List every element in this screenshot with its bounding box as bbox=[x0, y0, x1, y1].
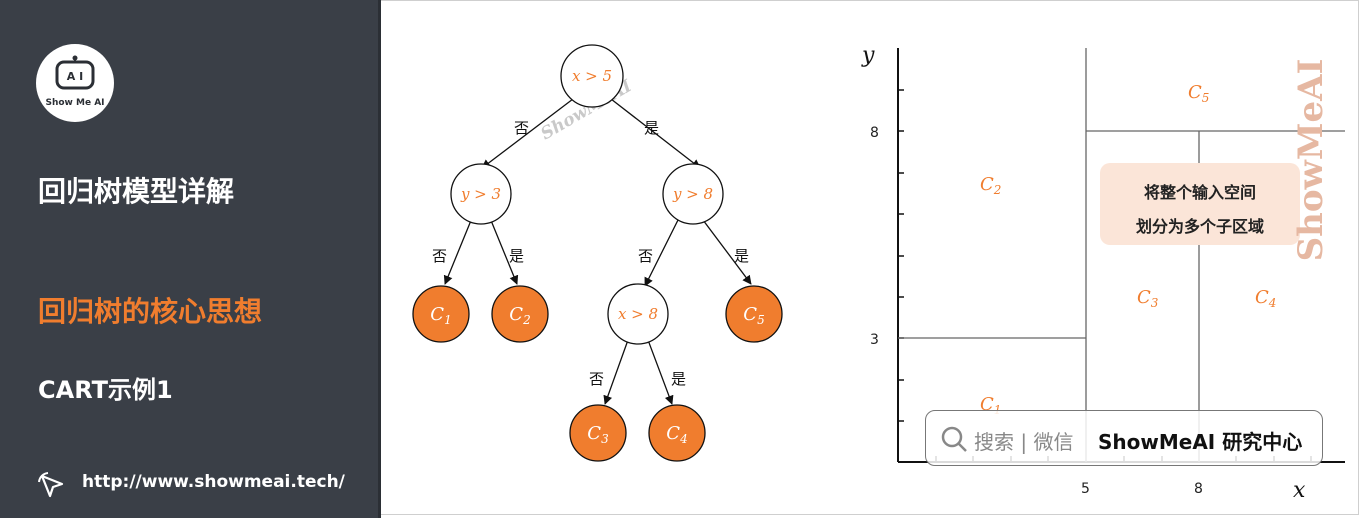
region-label: C3 bbox=[1137, 287, 1159, 310]
edge-n6-n8 bbox=[603, 339, 629, 405]
tree-leaf bbox=[725, 285, 783, 343]
decision-nodes: x > 5 y > 3 y > 8 x > 8 bbox=[450, 44, 724, 345]
robot-icon: A I bbox=[55, 55, 95, 90]
callout-text: 将整个输入空间 bbox=[1143, 183, 1256, 202]
logo: A I Show Me AI bbox=[36, 44, 114, 122]
tree-leaf bbox=[412, 285, 470, 343]
callout-box: 将整个输入空间 划分为多个子区域 bbox=[1100, 163, 1300, 245]
node-condition: y > 8 bbox=[672, 185, 713, 203]
edge-label: 是 bbox=[644, 119, 659, 137]
section-title: CART示例1 bbox=[38, 376, 173, 404]
y-axis-label: y bbox=[861, 43, 875, 68]
edge-label: 否 bbox=[514, 119, 529, 137]
edge-n3-n7 bbox=[699, 215, 752, 285]
edge-n6-n9 bbox=[647, 339, 674, 405]
edge-label: 否 bbox=[638, 247, 653, 265]
region-label: C2 bbox=[980, 174, 1001, 197]
edge-labels: 否 是 否 是 否 是 否 是 bbox=[432, 119, 749, 388]
leaf-label: C4 bbox=[666, 423, 687, 446]
edge-label: 是 bbox=[509, 247, 524, 265]
search-icon bbox=[941, 426, 967, 452]
x-tick-label: 8 bbox=[1194, 481, 1203, 497]
node-condition: x > 5 bbox=[572, 67, 612, 85]
x-tick-label: 5 bbox=[1081, 481, 1090, 497]
sidebar: A I Show Me AI 回归树模型详解 回归树的核心思想 CART示例1 … bbox=[0, 0, 378, 518]
leaf-label: C1 bbox=[430, 304, 451, 327]
tree-node bbox=[450, 163, 512, 225]
leaf-label: C3 bbox=[587, 423, 609, 446]
cursor-icon bbox=[38, 472, 64, 498]
edge-n2-n4 bbox=[443, 217, 473, 285]
tree-leaf bbox=[648, 404, 706, 462]
tree-node bbox=[662, 163, 724, 225]
edge-label: 否 bbox=[432, 247, 447, 265]
logo-brand: Show Me AI bbox=[45, 98, 105, 108]
site-link[interactable]: http://www.showmeai.tech/ bbox=[82, 472, 345, 492]
edge-label: 是 bbox=[671, 370, 686, 388]
leaf-label: C2 bbox=[509, 304, 530, 327]
tree-edges bbox=[443, 98, 752, 405]
y-tick-label: 8 bbox=[870, 125, 879, 141]
region-label: C4 bbox=[1255, 287, 1276, 310]
panel-divider bbox=[378, 0, 381, 518]
content-frame bbox=[381, 0, 1359, 515]
page-heading: 回归树模型详解 bbox=[38, 175, 235, 208]
leaf-label: C5 bbox=[743, 304, 764, 327]
edge-label: 是 bbox=[734, 247, 749, 265]
callout-text: 划分为多个子区域 bbox=[1135, 217, 1264, 236]
edge-n3-n6 bbox=[644, 215, 681, 287]
tree-node bbox=[607, 283, 669, 345]
edge-label: 否 bbox=[589, 370, 604, 388]
svg-text:A I: A I bbox=[67, 70, 83, 83]
watermark-vertical-text: ShowMeAI bbox=[1291, 59, 1330, 262]
tree-leaf bbox=[569, 404, 627, 462]
y-tick-label: 3 bbox=[870, 332, 879, 348]
edge-n1-n2 bbox=[481, 98, 574, 169]
edge-n2-n5 bbox=[489, 217, 519, 285]
edge-n1-n3 bbox=[610, 98, 701, 169]
node-condition: y > 3 bbox=[460, 185, 501, 203]
node-condition: x > 8 bbox=[618, 305, 658, 323]
page-subheading: 回归树的核心思想 bbox=[38, 295, 263, 328]
search-watermark: 搜索 | 微信 ShowMeAI 研究中心 bbox=[925, 410, 1323, 466]
watermark-vertical: ShowMeAI bbox=[1291, 59, 1330, 262]
x-axis-label: x bbox=[1293, 478, 1306, 503]
tree-node-root bbox=[560, 44, 624, 108]
search-brand: ShowMeAI 研究中心 bbox=[1098, 430, 1303, 454]
leaf-nodes: C1 C2 C5 C3 C4 bbox=[412, 285, 783, 462]
region-label: C5 bbox=[1188, 82, 1209, 105]
search-text: 搜索 | 微信 bbox=[974, 430, 1074, 454]
tree-leaf bbox=[491, 285, 549, 343]
